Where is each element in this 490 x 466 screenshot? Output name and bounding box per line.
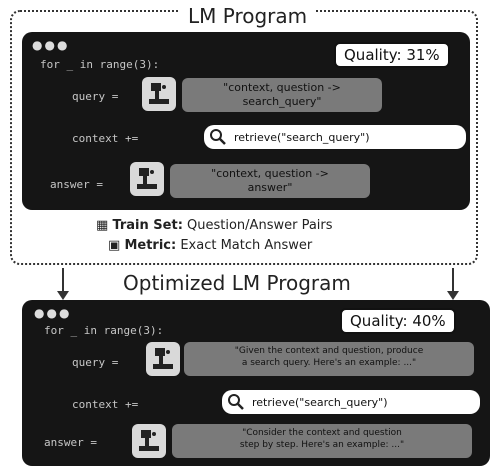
- right-arrow: [447, 268, 459, 300]
- query-assignment: query =: [72, 90, 119, 103]
- retriever-call-text: retrieve("search_query"): [252, 395, 388, 409]
- answer-assignment: answer =: [44, 436, 97, 449]
- window-dots: ●●●: [32, 38, 70, 52]
- metric-label: Metric:: [124, 238, 177, 253]
- magnifier-icon: [228, 394, 244, 410]
- metric-icon: ▣: [108, 238, 121, 253]
- retriever-call: retrieve("search_query"): [204, 125, 466, 149]
- quality-badge: Quality: 31%: [334, 42, 450, 68]
- query-assignment: query =: [72, 356, 119, 369]
- retriever-call: retrieve("search_query"): [222, 390, 480, 414]
- context-assignment: context +=: [72, 398, 139, 411]
- answer-signature: "Consider the context and question step …: [172, 424, 472, 458]
- left-arrow: [57, 268, 69, 300]
- quality-badge: Quality: 40%: [340, 308, 456, 334]
- lm-program-panel: ●●● for _ in range(3): Quality: 31% quer…: [22, 32, 470, 210]
- loop-line: for _ in range(3):: [40, 58, 160, 71]
- metric-value: Exact Match Answer: [180, 238, 313, 253]
- lm-icon: [132, 424, 166, 458]
- magnifier-icon: [210, 129, 226, 145]
- loop-line: for _ in range(3):: [44, 324, 164, 337]
- train-set-value: Question/Answer Pairs: [187, 218, 333, 233]
- context-assignment: context +=: [72, 132, 139, 145]
- window-dots: ●●●: [34, 306, 72, 320]
- metric-caption: ▣ Metric: Exact Match Answer: [108, 238, 312, 253]
- lm-program-title: LM Program: [180, 4, 316, 28]
- train-set-label: Train Set:: [112, 218, 183, 233]
- optimized-program-panel: ●●● for _ in range(3): Quality: 40% quer…: [22, 300, 490, 466]
- retriever-call-text: retrieve("search_query"): [234, 130, 370, 144]
- lm-icon: [142, 77, 176, 111]
- query-signature: "Given the context and question, produce…: [184, 342, 474, 376]
- optimized-program-title: Optimized LM Program: [123, 271, 351, 295]
- lm-icon: [146, 342, 180, 376]
- query-signature: "context, question -> search_query": [182, 78, 382, 112]
- answer-assignment: answer =: [50, 178, 103, 191]
- answer-signature: "context, question -> answer": [170, 164, 370, 198]
- lm-icon: [130, 162, 164, 196]
- dataset-icon: ▦: [96, 218, 109, 233]
- train-set-caption: ▦ Train Set: Question/Answer Pairs: [96, 218, 333, 233]
